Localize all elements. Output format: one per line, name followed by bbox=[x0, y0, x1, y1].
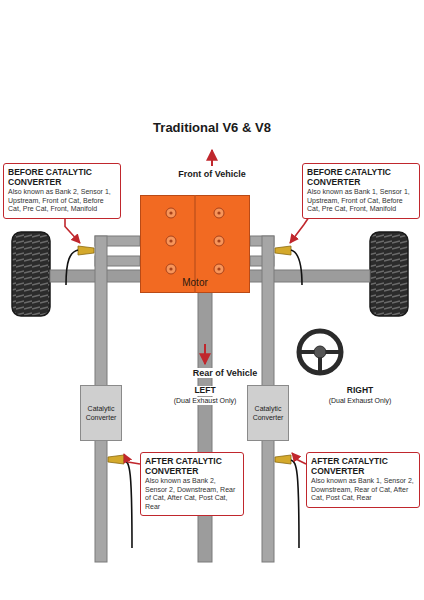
sensor-wire bbox=[66, 250, 302, 548]
callout-body: Also known as Bank 1, Sensor 1, Upstream… bbox=[307, 188, 415, 214]
motor-block: Motor bbox=[140, 195, 250, 293]
side-note: (Dual Exhaust Only) bbox=[172, 397, 239, 405]
callout-heading: AFTER CATALYTIC CONVERTER bbox=[145, 456, 239, 476]
side-note: (Dual Exhaust Only) bbox=[327, 397, 394, 405]
callout-body: Also known as Bank 2, Sensor 1, Upstream… bbox=[8, 188, 116, 214]
leader-arrow bbox=[290, 219, 308, 244]
leader-arrow bbox=[292, 453, 306, 464]
diagram-title: Traditional V6 & V8 bbox=[0, 120, 424, 135]
callout-heading: AFTER CATALYTIC CONVERTER bbox=[311, 456, 415, 476]
catalytic-converter: Catalytic Converter bbox=[80, 385, 122, 441]
callout-box: AFTER CATALYTIC CONVERTERAlso known as B… bbox=[306, 452, 420, 508]
side-label: RIGHT bbox=[345, 386, 375, 396]
oxygen-sensor bbox=[78, 246, 291, 464]
callout-box: AFTER CATALYTIC CONVERTERAlso known as B… bbox=[140, 452, 244, 516]
callout-body: Also known as Bank 2, Sensor 2, Downstre… bbox=[145, 477, 239, 511]
converter-label: Catalytic Converter bbox=[250, 404, 286, 422]
leader-arrow bbox=[65, 219, 80, 244]
motor-label: Motor bbox=[182, 277, 208, 289]
catalytic-converter: Catalytic Converter bbox=[247, 385, 289, 441]
callout-box: BEFORE CATALYTIC CONVERTERAlso known as … bbox=[302, 163, 420, 219]
callout-body: Also known as Bank 1, Sensor 2, Downstre… bbox=[311, 477, 415, 503]
side-label: LEFT bbox=[192, 386, 217, 396]
converter-label: Catalytic Converter bbox=[83, 404, 119, 422]
leader-arrow bbox=[124, 454, 140, 464]
callout-box: BEFORE CATALYTIC CONVERTERAlso known as … bbox=[3, 163, 121, 219]
steering-wheel bbox=[299, 331, 341, 373]
drive-shaft bbox=[198, 290, 212, 562]
callout-heading: BEFORE CATALYTIC CONVERTER bbox=[307, 167, 415, 187]
direction-label: Front of Vehicle bbox=[176, 169, 248, 179]
direction-label: Rear of Vehicle bbox=[191, 368, 260, 378]
callout-heading: BEFORE CATALYTIC CONVERTER bbox=[8, 167, 116, 187]
